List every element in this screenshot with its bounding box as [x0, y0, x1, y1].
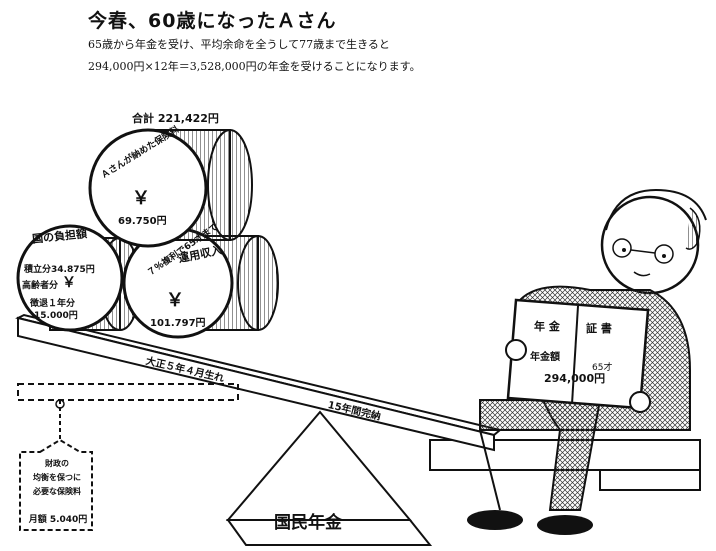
tag-line-2: 均衡を保つに: [33, 473, 81, 482]
drum-investment-income: [122, 227, 279, 339]
drum-right-yen-icon: ￥: [166, 290, 184, 311]
certificate-word-2: 証 書: [586, 322, 612, 335]
drum-left-yen-icon: ￥: [62, 275, 76, 291]
drum-premium-paid: [88, 128, 253, 248]
seesaw-beam: [15, 313, 503, 452]
drum-left-line3: 徴退１年分: [30, 299, 76, 309]
page-title: 今春、60歳になったＡさん: [88, 10, 337, 32]
fulcrum: [225, 410, 433, 546]
drum-top-yen-icon: ￥: [132, 188, 150, 209]
premium-tag: [19, 438, 93, 531]
certificate-word-1: 年 金: [534, 320, 560, 333]
subtitle-line-2: 294,000円×12年＝3,528,000円の年金を受けることになります。: [88, 60, 421, 73]
fulcrum-label: 国民年金: [274, 513, 342, 533]
certificate-amount: 294,000円: [544, 372, 606, 385]
drum-top-amount: 69.750円: [118, 216, 167, 227]
certificate-amount-label: 年金額: [530, 352, 560, 363]
subtitle-line-1: 65歳から年金を受け、平均余命を全うして77歳まで生きると: [88, 38, 390, 51]
tag-line-1: 財政の: [45, 459, 69, 468]
drum-left-line1: 積立分34.875円: [24, 265, 95, 275]
total-label: 合計 221,422円: [132, 112, 219, 125]
drum-left-line2: 高齢者分: [22, 281, 59, 291]
certificate-small-text: 65才: [592, 363, 613, 373]
tag-line-3: 必要な保険料: [33, 487, 81, 496]
drum-right-amount: 101.797円: [150, 318, 206, 329]
tag-line-4: 月額 5.040円: [28, 515, 88, 525]
pension-certificate: [505, 298, 651, 413]
dashed-reference-beam: [17, 383, 239, 440]
drum-left-line4: 15.000円: [34, 311, 78, 321]
